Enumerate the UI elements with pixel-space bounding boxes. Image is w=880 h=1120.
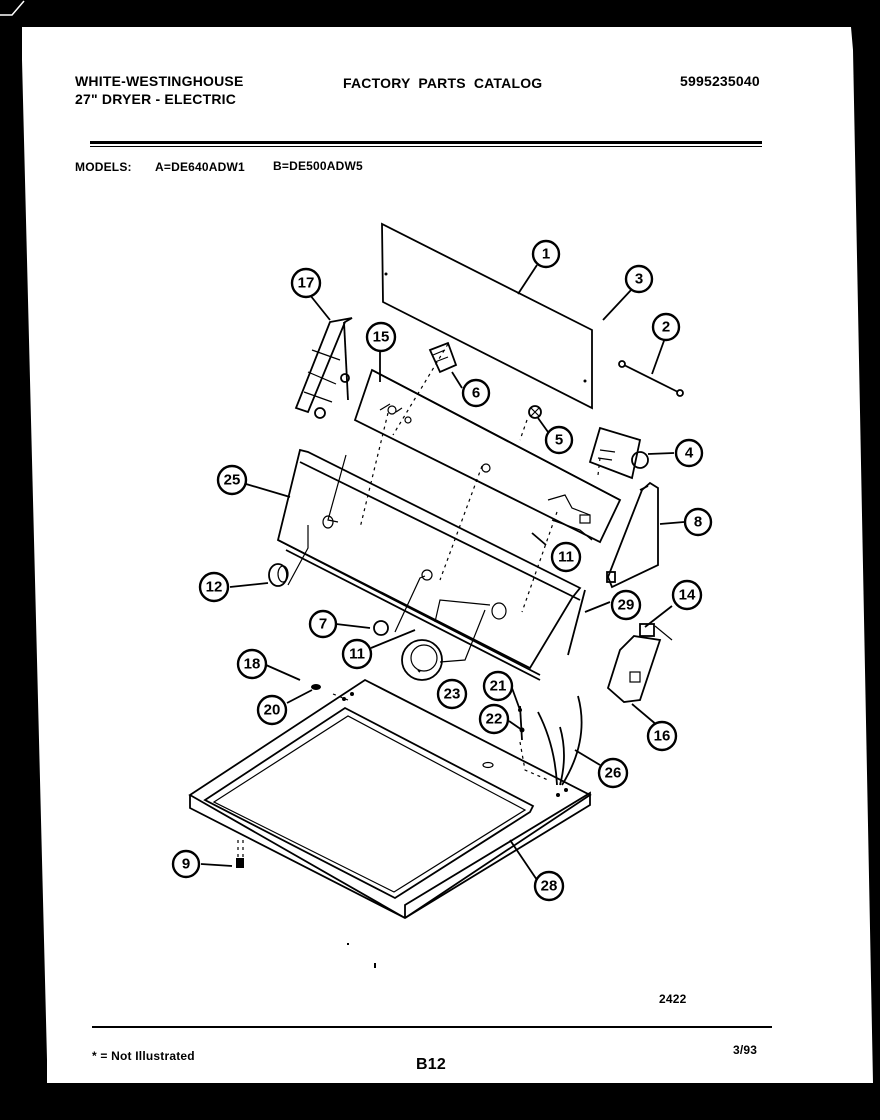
svg-text:11: 11	[349, 646, 365, 663]
footer-divider	[92, 1026, 772, 1028]
callout-17[interactable]: 17	[290, 267, 322, 299]
revision-date: 3/93	[733, 1043, 758, 1057]
callout-18[interactable]: 18	[236, 648, 268, 680]
part-end-cap	[606, 481, 659, 589]
part-rear-panel	[381, 222, 593, 410]
svg-text:21: 21	[490, 678, 507, 695]
svg-text:26: 26	[605, 765, 622, 782]
callout-6[interactable]: 6	[461, 378, 491, 408]
product-subtitle: 27" DRYER - ELECTRIC	[75, 91, 237, 107]
callout-28[interactable]: 28	[533, 870, 565, 902]
callout-4[interactable]: 4	[674, 438, 704, 468]
svg-text:8: 8	[694, 514, 702, 531]
svg-text:23: 23	[444, 686, 461, 703]
svg-text:20: 20	[264, 702, 281, 719]
callout-15[interactable]: 15	[365, 321, 397, 353]
callout-22[interactable]: 22	[478, 703, 510, 735]
callout-12[interactable]: 12	[198, 571, 230, 603]
not-illustrated-note: * = Not Illustrated	[92, 1049, 195, 1063]
brand-title: WHITE-WESTINGHOUSE	[75, 73, 244, 89]
svg-text:2: 2	[662, 319, 670, 336]
callout-23[interactable]: 23	[436, 678, 468, 710]
part-rod	[567, 589, 586, 656]
part-control-panel-front	[276, 448, 582, 681]
callout-11-lower[interactable]: 11	[341, 638, 373, 670]
svg-text:4: 4	[685, 445, 694, 462]
part-top-cover	[188, 678, 592, 920]
svg-text:18: 18	[244, 656, 261, 673]
callout-20[interactable]: 20	[256, 694, 288, 726]
svg-text:29: 29	[618, 597, 635, 614]
callout-16[interactable]: 16	[646, 720, 678, 752]
model-a: A=DE640ADW1	[155, 160, 245, 174]
svg-text:6: 6	[472, 385, 480, 402]
svg-text:25: 25	[224, 472, 241, 489]
svg-text:1: 1	[542, 246, 550, 263]
part-wire-link	[618, 360, 684, 397]
part-terminal-block	[606, 623, 673, 703]
leader-lines	[200, 264, 685, 881]
callout-3[interactable]: 3	[624, 264, 654, 294]
svg-text:17: 17	[298, 275, 315, 292]
part-wire-harness	[537, 695, 583, 786]
part-switch-block	[428, 341, 458, 374]
part-knob-large	[268, 563, 289, 587]
svg-text:16: 16	[654, 728, 671, 745]
callout-29[interactable]: 29	[610, 589, 642, 621]
svg-text:9: 9	[182, 856, 190, 873]
callout-9[interactable]: 9	[171, 849, 201, 879]
callout-11-upper[interactable]: 11	[550, 541, 582, 573]
callout-1[interactable]: 1	[531, 239, 561, 269]
header-divider-thin	[90, 146, 762, 147]
svg-text:11: 11	[558, 549, 574, 566]
models-label: MODELS:	[75, 160, 132, 174]
svg-text:28: 28	[541, 878, 558, 895]
part-timer-knob	[401, 639, 443, 681]
part-knob-switch	[528, 405, 542, 419]
svg-text:22: 22	[486, 711, 503, 728]
part-control-console	[353, 368, 622, 544]
catalog-title: FACTORY PARTS CATALOG	[343, 75, 543, 91]
part-knob-small	[373, 620, 389, 636]
callout-8[interactable]: 8	[683, 507, 713, 537]
part-timer	[588, 426, 649, 480]
callout-14[interactable]: 14	[671, 579, 703, 611]
model-b: B=DE500ADW5	[273, 159, 363, 173]
callout-5[interactable]: 5	[544, 425, 574, 455]
page-number: B12	[416, 1056, 446, 1073]
part-left-bracket	[294, 317, 353, 419]
svg-text:14: 14	[679, 587, 696, 604]
callout-7[interactable]: 7	[308, 609, 338, 639]
callout-26[interactable]: 26	[597, 757, 629, 789]
svg-text:12: 12	[206, 579, 223, 596]
part-screw-foot	[236, 840, 244, 868]
svg-text:3: 3	[635, 271, 643, 288]
scan-corner-mark	[0, 0, 25, 16]
catalog-part-number: 5995235040	[680, 73, 760, 89]
callout-21[interactable]: 21	[482, 670, 514, 702]
svg-text:15: 15	[373, 329, 390, 346]
svg-text:5: 5	[555, 432, 563, 449]
svg-text:7: 7	[319, 616, 327, 633]
callout-25[interactable]: 25	[216, 464, 248, 496]
callout-2[interactable]: 2	[651, 312, 681, 342]
header-divider	[90, 141, 762, 144]
drawing-number: 2422	[659, 992, 687, 1006]
